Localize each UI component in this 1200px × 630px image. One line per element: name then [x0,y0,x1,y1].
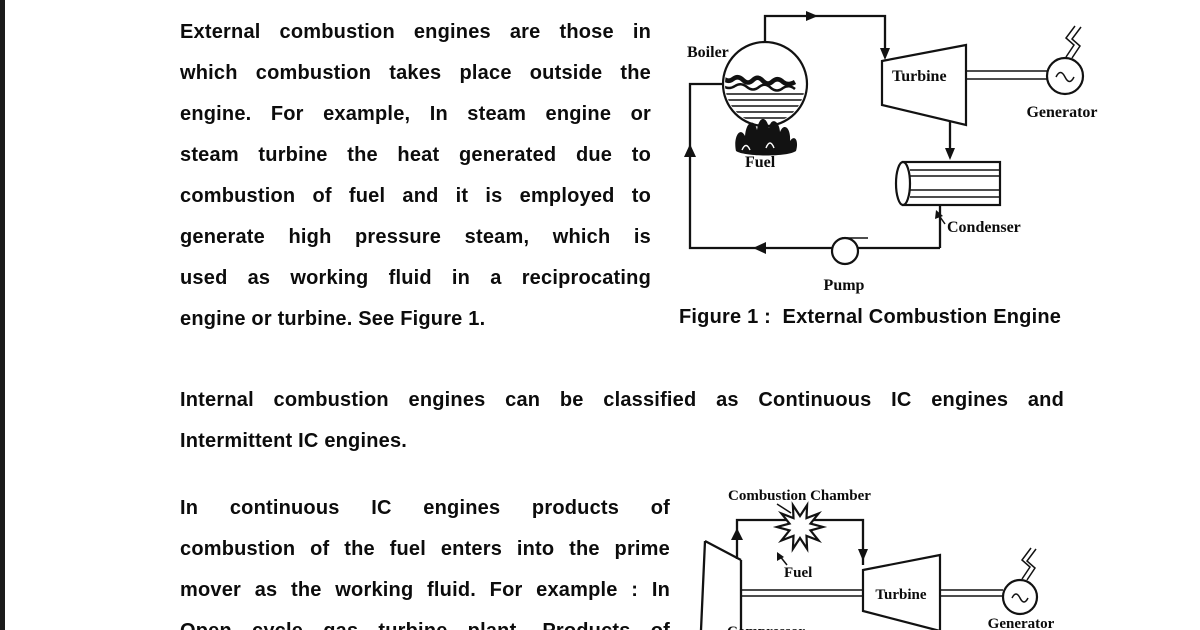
text-line: Intermittent IC engines. [180,430,408,452]
flow-arrow-left-icon [753,242,766,254]
text-line: generate high pressure steam, which is [180,226,651,248]
text-line: In continuous IC engines products of [180,497,670,519]
text-line: engine or turbine. See Figure 1. [180,308,486,330]
figure1-external-combustion-diagram: Turbine Boiler Fuel Generator Condenser … [684,11,1098,294]
ac-sine-icon [1011,593,1029,603]
flow-arrow-down-icon [858,549,868,561]
boiler-water-hatching [725,75,805,119]
flame-detail [741,142,775,151]
fuel-label: Fuel [784,565,812,581]
figure1-caption: Figure 1 : External Combustion Engine [679,306,1062,328]
pipe-boiler-to-turbine [763,14,887,55]
generator-squiggle-icon [1020,547,1037,581]
generator-label: Generator [988,616,1055,630]
text-line: Open cycle gas turbine plant, Products o… [180,611,670,630]
combustion-chamber-leader [776,503,792,514]
pump-shape [830,236,860,266]
flow-arrow-into-turbine-icon [880,48,890,60]
condenser-endcap [894,160,912,207]
text-line: mover as the working fluid. For example … [180,579,670,601]
turbine-shape [880,43,968,127]
turbine-label: Turbine [892,68,947,85]
text-line: used as working fluid in a reciprocating [180,267,651,289]
flame-icon [735,118,798,156]
flow-arrow-right-icon [806,11,818,21]
ac-sine-icon [1055,71,1075,83]
text-line: combustion of fuel and it is employed to [180,185,651,207]
fuel-label: Fuel [745,154,776,171]
condenser-tubes [910,169,1000,198]
compressor-shape [699,539,743,630]
text-line: which combustion takes place outside the [180,62,651,84]
compressor-label: Compressor [727,624,805,630]
paragraph-external-combustion: External combustion engines are those in… [180,12,651,340]
generator-squiggle-icon [1064,25,1082,59]
figure2-gas-turbine-diagram: Turbine Combustion Chamber Fuel Generato… [699,488,1055,630]
combustion-chamber-label: Combustion Chamber [728,488,871,504]
paragraph-internal-combustion: Internal combustion engines can be class… [180,380,1064,462]
boiler-label: Boiler [687,44,729,61]
shaft-lines [741,589,1003,597]
text-line: steam turbine the heat generated due to [180,144,651,166]
paragraph-continuous-ic: In continuous IC engines products of com… [180,488,670,630]
condenser-leader-arrow-icon [935,210,943,219]
condenser-shape [901,160,1002,207]
pipe-condenser-to-boiler [688,82,940,250]
turbine-label: Turbine [875,587,926,603]
text-line: combustion of the fuel enters into the p… [180,538,670,560]
flow-arrow-down-icon [945,148,955,160]
fuel-arrow-icon [777,552,784,561]
text-line: engine. For example, In steam engine or [180,103,651,125]
flow-arrow-up-icon [731,528,743,540]
text-line: External combustion engines are those in [180,21,651,43]
scan-edge-strip [0,0,5,630]
combustion-chamber-shape [772,501,828,553]
shaft-turbine-generator [966,70,1048,80]
generator-label: Generator [1026,104,1097,121]
turbine-shape [861,553,942,630]
text-line: Internal combustion engines can be class… [180,389,1064,411]
condenser-label: Condenser [947,219,1021,236]
flow-arrow-up-icon [684,144,696,157]
pump-label: Pump [824,277,865,294]
